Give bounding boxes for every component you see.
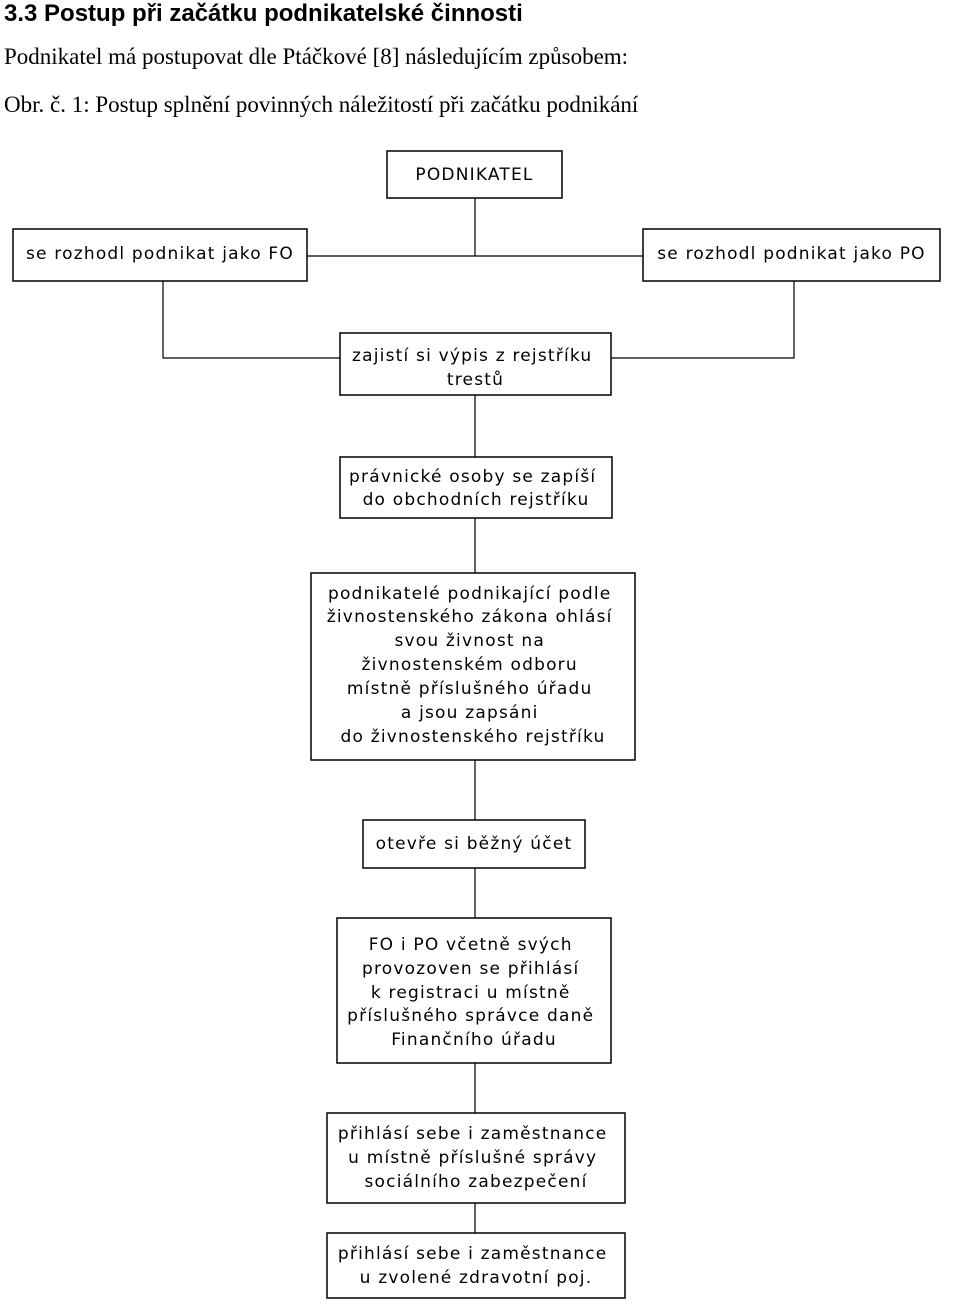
node-step-3-label: podnikatelé podnikající podle živnostens… bbox=[327, 584, 619, 747]
node-step-4-label: otevře si běžný účet bbox=[376, 834, 573, 854]
node-step-3: podnikatelé podnikající podle živnostens… bbox=[310, 572, 636, 761]
node-step-6-label: přihlásí sebe i zaměstnance u místně pří… bbox=[338, 1124, 614, 1192]
connector-left-to-step1 bbox=[162, 281, 340, 359]
node-podnikatel-label: PODNIKATEL bbox=[415, 165, 533, 185]
node-step-7: přihlásí sebe i zaměstnance u zvolené zd… bbox=[326, 1232, 626, 1299]
node-fo: se rozhodl podnikat jako FO bbox=[12, 228, 308, 282]
node-podnikatel: PODNIKATEL bbox=[386, 150, 563, 199]
section-heading: 3.3 Postup při začátku podnikatelské čin… bbox=[4, 0, 523, 27]
node-step-1: zajistí si výpis z rejstříku trestů bbox=[339, 332, 612, 396]
connectors bbox=[162, 198, 795, 1233]
figure-caption: Obr. č. 1: Postup splnění povinných nále… bbox=[4, 92, 639, 117]
node-step-4: otevře si běžný účet bbox=[362, 819, 586, 869]
node-step-5: FO i PO včetně svých provozoven se přihl… bbox=[336, 917, 612, 1064]
node-step-2-label: právnické osoby se zapíší do obchodních … bbox=[349, 467, 603, 510]
node-step-2: právnické osoby se zapíší do obchodních … bbox=[339, 456, 613, 519]
node-step-7-label: přihlásí sebe i zaměstnance u zvolené zd… bbox=[338, 1244, 614, 1288]
node-po-label: se rozhodl podnikat jako PO bbox=[657, 244, 925, 264]
node-step-1-label: zajistí si výpis z rejstříku trestů bbox=[352, 346, 599, 390]
node-fo-label: se rozhodl podnikat jako FO bbox=[26, 244, 294, 264]
node-po: se rozhodl podnikat jako PO bbox=[642, 228, 941, 282]
connector-right-to-step1 bbox=[611, 281, 795, 359]
intro-paragraph: Podnikatel má postupovat dle Ptáčkové [8… bbox=[4, 44, 629, 69]
node-step-5-label: FO i PO včetně svých provozoven se přihl… bbox=[347, 935, 601, 1050]
node-step-6: přihlásí sebe i zaměstnance u místně pří… bbox=[326, 1112, 626, 1204]
